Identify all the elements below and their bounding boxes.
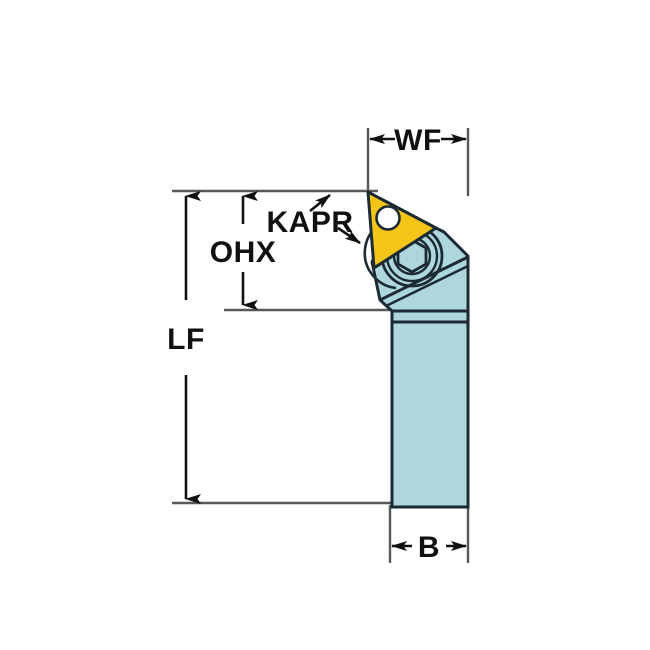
extension-lines	[172, 128, 470, 563]
insert-hole	[375, 205, 401, 231]
label-ohx: OHX	[210, 236, 277, 269]
dimension-b: B	[391, 531, 467, 564]
dimension-kapr: KAPR	[266, 193, 361, 245]
head-seat-line-2	[385, 264, 469, 308]
dimension-lf: LF	[167, 191, 205, 504]
label-b: B	[418, 531, 440, 564]
shank-body	[390, 309, 470, 509]
kapr-arrow-lower	[337, 226, 361, 245]
dimension-wf: WF	[369, 124, 467, 157]
cutting-insert	[366, 190, 438, 270]
dimension-ohx: OHX	[210, 191, 277, 310]
kapr-arrow-upper	[309, 193, 331, 213]
tool-shank	[390, 309, 470, 509]
label-lf: LF	[167, 323, 205, 356]
label-wf: WF	[394, 124, 442, 157]
label-kapr: KAPR	[266, 206, 353, 239]
